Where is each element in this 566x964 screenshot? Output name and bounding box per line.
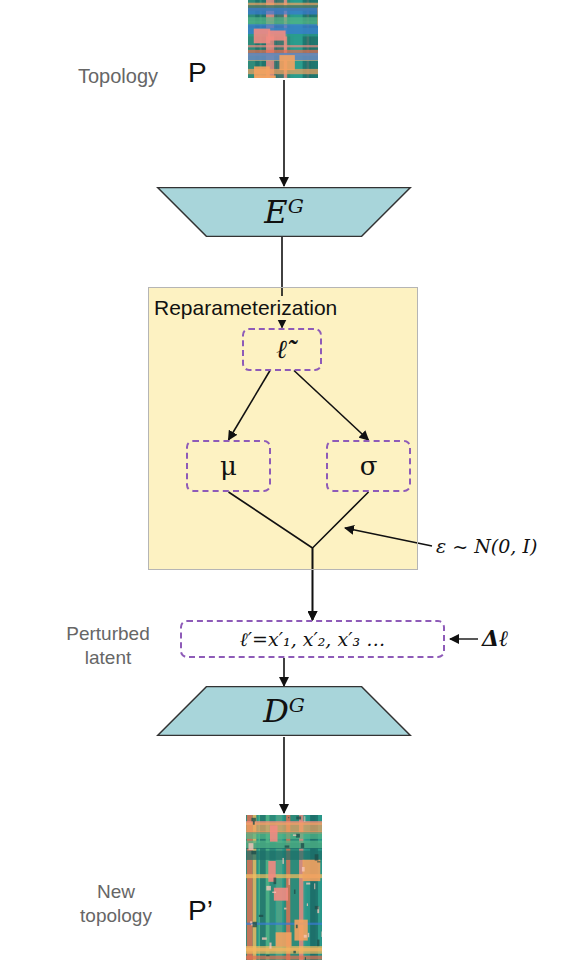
mean-box: μ: [186, 440, 271, 492]
node-label: ℓ̃: [276, 334, 287, 365]
encoder-trapezoid: Eᴳ: [155, 187, 413, 237]
connector-arrow: [283, 658, 285, 686]
output-caption: New topology: [66, 880, 166, 928]
node-label: σ: [360, 451, 378, 481]
latent-caption: Perturbed latent: [52, 622, 164, 670]
connector-arrow: [313, 492, 369, 620]
noise-arrow: [345, 528, 432, 546]
reparameterization-region: Reparameterization ℓ̃ μ σ: [148, 287, 418, 570]
input-arrow: [283, 80, 285, 186]
input-caption: Topology: [78, 64, 158, 89]
output-arrow: [283, 737, 285, 813]
new-topology-image: [246, 815, 322, 960]
latent-box: ℓ̃: [242, 328, 322, 371]
connector-arrow: [229, 492, 313, 620]
node-label: μ: [220, 451, 237, 481]
perturbation-label: Δℓ: [482, 625, 508, 653]
node-label: Eᴳ: [264, 193, 303, 231]
connector-arrow: [294, 371, 369, 441]
connector-arrow: [229, 371, 271, 441]
topology-image: [248, 0, 318, 78]
decoder-trapezoid: Dᴳ: [155, 686, 413, 736]
node-label: ℓ′=x′₁, x′₂, x′₃ …: [240, 628, 385, 651]
region-heading: Reparameterization: [152, 296, 339, 320]
sigma-box: σ: [326, 440, 411, 492]
noise-label: ε ~ N(0, I): [436, 535, 537, 559]
input-symbol: P: [188, 55, 207, 90]
perturbed-latent-box: ℓ′=x′₁, x′₂, x′₃ …: [180, 620, 445, 658]
output-symbol: P’: [188, 893, 213, 928]
perturb-arrow: [450, 638, 478, 639]
node-label: Dᴳ: [263, 692, 305, 730]
